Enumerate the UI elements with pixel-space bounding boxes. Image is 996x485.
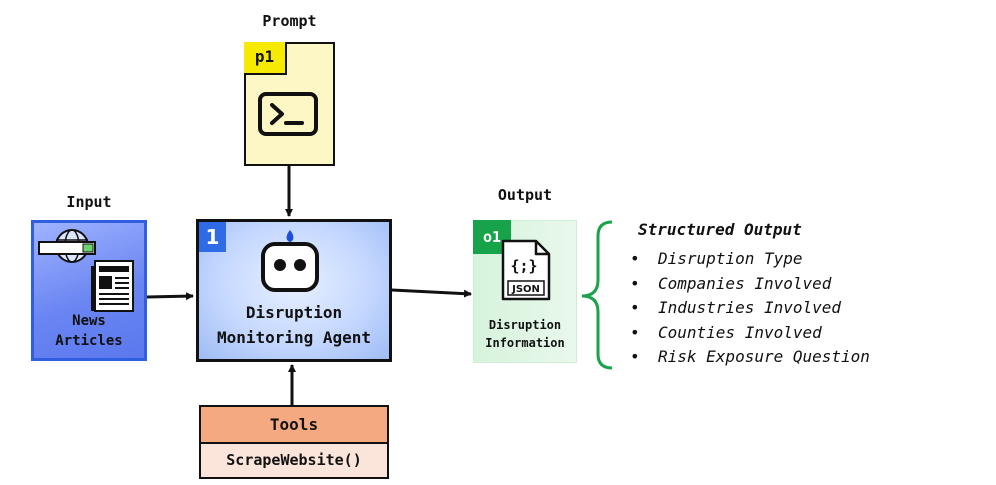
list-item-text: Industries Involved [658,298,842,317]
input-label: News Articles [31,311,147,351]
output-label-line1: Disruption [488,318,562,332]
bullet-icon: • [630,273,640,293]
agent-label-line2: Monitoring Agent [216,328,372,347]
arrow-agent-to-output [391,288,472,298]
tool-item-scrapewebsite: ScrapeWebsite() [199,442,389,479]
svg-text:{;}: {;} [510,257,537,275]
bullet-icon: • [630,322,640,342]
list-item: • Industries Involved [630,296,870,321]
structured-output-list: • Disruption Type • Companies Involved • In… [630,247,870,370]
output-title: Output [497,186,553,204]
list-item: • Companies Involved [630,272,870,297]
output-label-line2: Information [485,336,565,350]
prompt-badge: p1 [244,42,287,75]
agent-label-line1: Disruption [245,303,343,322]
json-file-icon: {;} JSON [501,239,551,301]
tools-header: Tools [199,405,389,444]
prompt-title: Prompt [262,12,317,30]
input-label-line2: Articles [55,333,123,349]
bullet-icon: • [630,298,640,317]
bullet-icon: • [630,347,640,366]
structured-output-title: Structured Output [638,220,802,239]
output-label: Disruption Information [473,316,577,352]
terminal-icon [258,92,318,136]
list-item: • Risk Exposure Question [630,345,870,370]
agent-badge: 1 [199,222,226,252]
list-item: • Disruption Type [630,247,870,272]
agent-label: Disruption Monitoring Agent [196,300,392,350]
list-item-text: Risk Exposure Question [658,347,870,366]
list-item-text: Counties Involved [658,322,822,342]
input-title: Input [66,193,112,211]
list-item: • Counties Involved [630,321,870,346]
robot-icon [261,230,319,292]
svg-text:JSON: JSON [511,284,540,295]
curly-brace [581,220,613,370]
arrow-input-to-agent [146,292,194,301]
bullet-icon: • [630,249,640,268]
web-news-icon [38,229,134,312]
list-item-text: Disruption Type [658,249,803,268]
input-label-line1: News [72,313,106,329]
list-item-text: Companies Involved [658,273,832,293]
